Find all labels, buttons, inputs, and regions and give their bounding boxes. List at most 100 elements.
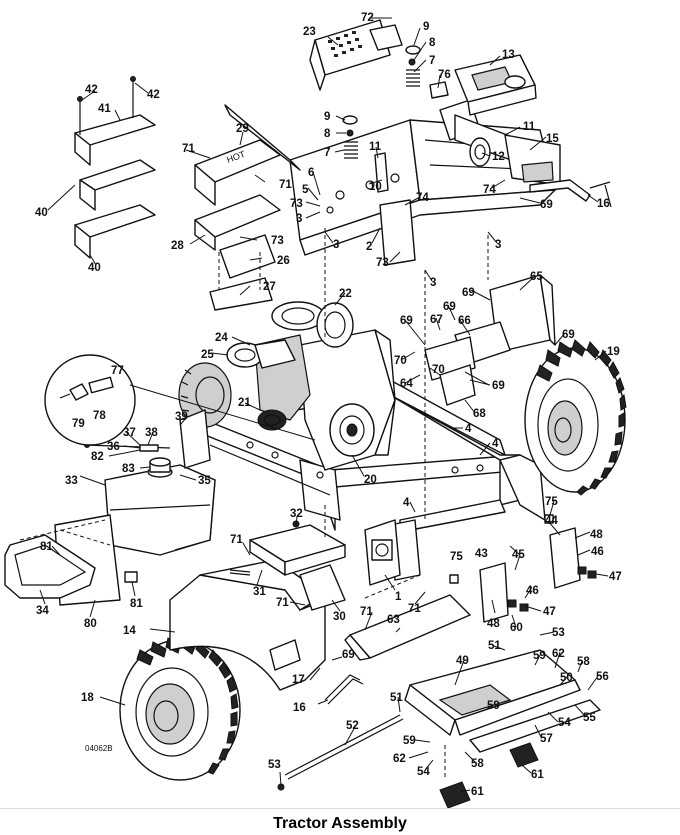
- callout-70-right: 70: [432, 364, 445, 376]
- right-brackets: [424, 274, 556, 406]
- callout-83: 83: [122, 463, 135, 475]
- callout-50: 50: [560, 672, 573, 684]
- engine: [226, 301, 396, 471]
- callout-1: 1: [395, 591, 402, 603]
- left-fender: [169, 559, 326, 691]
- callout-4-center: 4: [403, 497, 410, 509]
- callout-78: 78: [93, 410, 106, 422]
- callout-48-left: 48: [487, 618, 500, 630]
- callout-55: 55: [583, 712, 596, 724]
- callout-62-upper: 62: [552, 648, 565, 660]
- callout-69-hood: 69: [540, 199, 553, 211]
- callout-38: 38: [145, 427, 158, 439]
- callout-23: 23: [303, 26, 316, 38]
- callout-24: 24: [215, 332, 228, 344]
- callout-3-right: 3: [495, 239, 501, 251]
- callout-69-right: 69: [562, 329, 575, 341]
- callout-69-fender: 69: [342, 649, 355, 661]
- callout-81-lower: 81: [130, 598, 143, 610]
- callout-4-right: 4: [492, 438, 499, 450]
- rods: [229, 569, 364, 705]
- callout-4-upper: 4: [465, 423, 472, 435]
- callout-28: 28: [171, 240, 184, 252]
- callout-58-right: 58: [577, 656, 590, 668]
- callout-34: 34: [36, 605, 49, 617]
- callout-76: 76: [438, 69, 451, 81]
- callout-57: 57: [540, 733, 553, 745]
- callout-15: 15: [546, 133, 559, 145]
- callout-44: 44: [545, 515, 558, 527]
- callout-36: 36: [107, 441, 120, 453]
- callout-46-right: 46: [591, 546, 604, 558]
- callout-58-lower: 58: [471, 758, 484, 770]
- callout-65: 65: [530, 271, 543, 283]
- callout-73-lower: 73: [376, 257, 389, 269]
- callout-3-center: 3: [333, 239, 339, 251]
- callout-5: 5: [302, 184, 309, 196]
- callout-71-frame: 71: [408, 603, 421, 615]
- callout-45: 45: [512, 549, 525, 561]
- callout-43: 43: [475, 548, 488, 560]
- callout-80: 80: [84, 618, 97, 630]
- callout-26: 26: [277, 255, 290, 267]
- callout-40-lower: 40: [88, 262, 101, 274]
- callout-66: 66: [458, 315, 471, 327]
- callout-42-right: 42: [147, 89, 160, 101]
- callout-81-left: 81: [40, 541, 53, 553]
- callout-52: 52: [346, 720, 359, 732]
- callout-72: 72: [361, 12, 374, 24]
- upper-grill-bracket: [309, 19, 403, 91]
- caption-divider: [0, 808, 680, 809]
- callout-8-top: 8: [429, 37, 436, 49]
- callout-77: 77: [111, 365, 124, 377]
- callout-12: 12: [492, 151, 505, 163]
- callout-11-left: 11: [369, 141, 382, 153]
- callout-30: 30: [333, 611, 346, 623]
- callout-54-lower: 54: [417, 766, 430, 778]
- pedals-and-brackets: [439, 514, 597, 809]
- callout-25: 25: [201, 349, 214, 361]
- callout-71-seat: 71: [230, 534, 243, 546]
- callout-32: 32: [290, 508, 303, 520]
- callout-61-lower: 61: [471, 786, 484, 798]
- tractor-assembly-diagram: HOT: [4, 12, 627, 809]
- callout-41: 41: [98, 103, 111, 115]
- callout-40-upper: 40: [35, 207, 48, 219]
- callout-42-left: 42: [85, 84, 98, 96]
- callout-70-left: 70: [394, 355, 407, 367]
- connector-detail: [44, 354, 316, 446]
- callout-71-plate: 71: [360, 606, 373, 618]
- tank-cover: [454, 54, 537, 116]
- callout-14: 14: [123, 625, 136, 637]
- callout-22: 22: [339, 288, 352, 300]
- callout-53-lower: 53: [268, 759, 281, 771]
- callout-17: 17: [292, 674, 305, 686]
- callout-71-shield: 71: [279, 179, 292, 191]
- callout-20: 20: [364, 474, 377, 486]
- callout-54-right: 54: [558, 717, 571, 729]
- callout-71-lower: 71: [276, 597, 289, 609]
- callout-33: 33: [65, 475, 78, 487]
- callout-59-lower: 59: [403, 735, 416, 747]
- callout-69-left: 69: [400, 315, 413, 327]
- callout-6: 6: [308, 167, 314, 179]
- callout-11-right: 11: [523, 121, 536, 133]
- callout-35: 35: [198, 475, 211, 487]
- callout-10: 10: [369, 181, 382, 193]
- figure-caption: Tractor Assembly: [273, 815, 407, 832]
- callout-37: 37: [123, 427, 136, 439]
- callout-3-lower: 3: [430, 277, 436, 289]
- callout-62-lower: 62: [393, 753, 406, 765]
- callout-29: 29: [236, 123, 249, 135]
- callout-75-right: 75: [545, 496, 558, 508]
- callout-64: 64: [400, 378, 413, 390]
- rear-hood-frame: [224, 99, 556, 266]
- callout-53-upper: 53: [552, 627, 565, 639]
- upper-right-hardware: [374, 81, 612, 208]
- callout-16-upper: 16: [597, 198, 610, 210]
- callout-68: 68: [473, 408, 486, 420]
- callout-51-lower: 51: [390, 692, 403, 704]
- callout-73-left: 73: [290, 198, 303, 210]
- fuel-tank: [4, 457, 216, 606]
- callout-59-pan: 59: [487, 700, 500, 712]
